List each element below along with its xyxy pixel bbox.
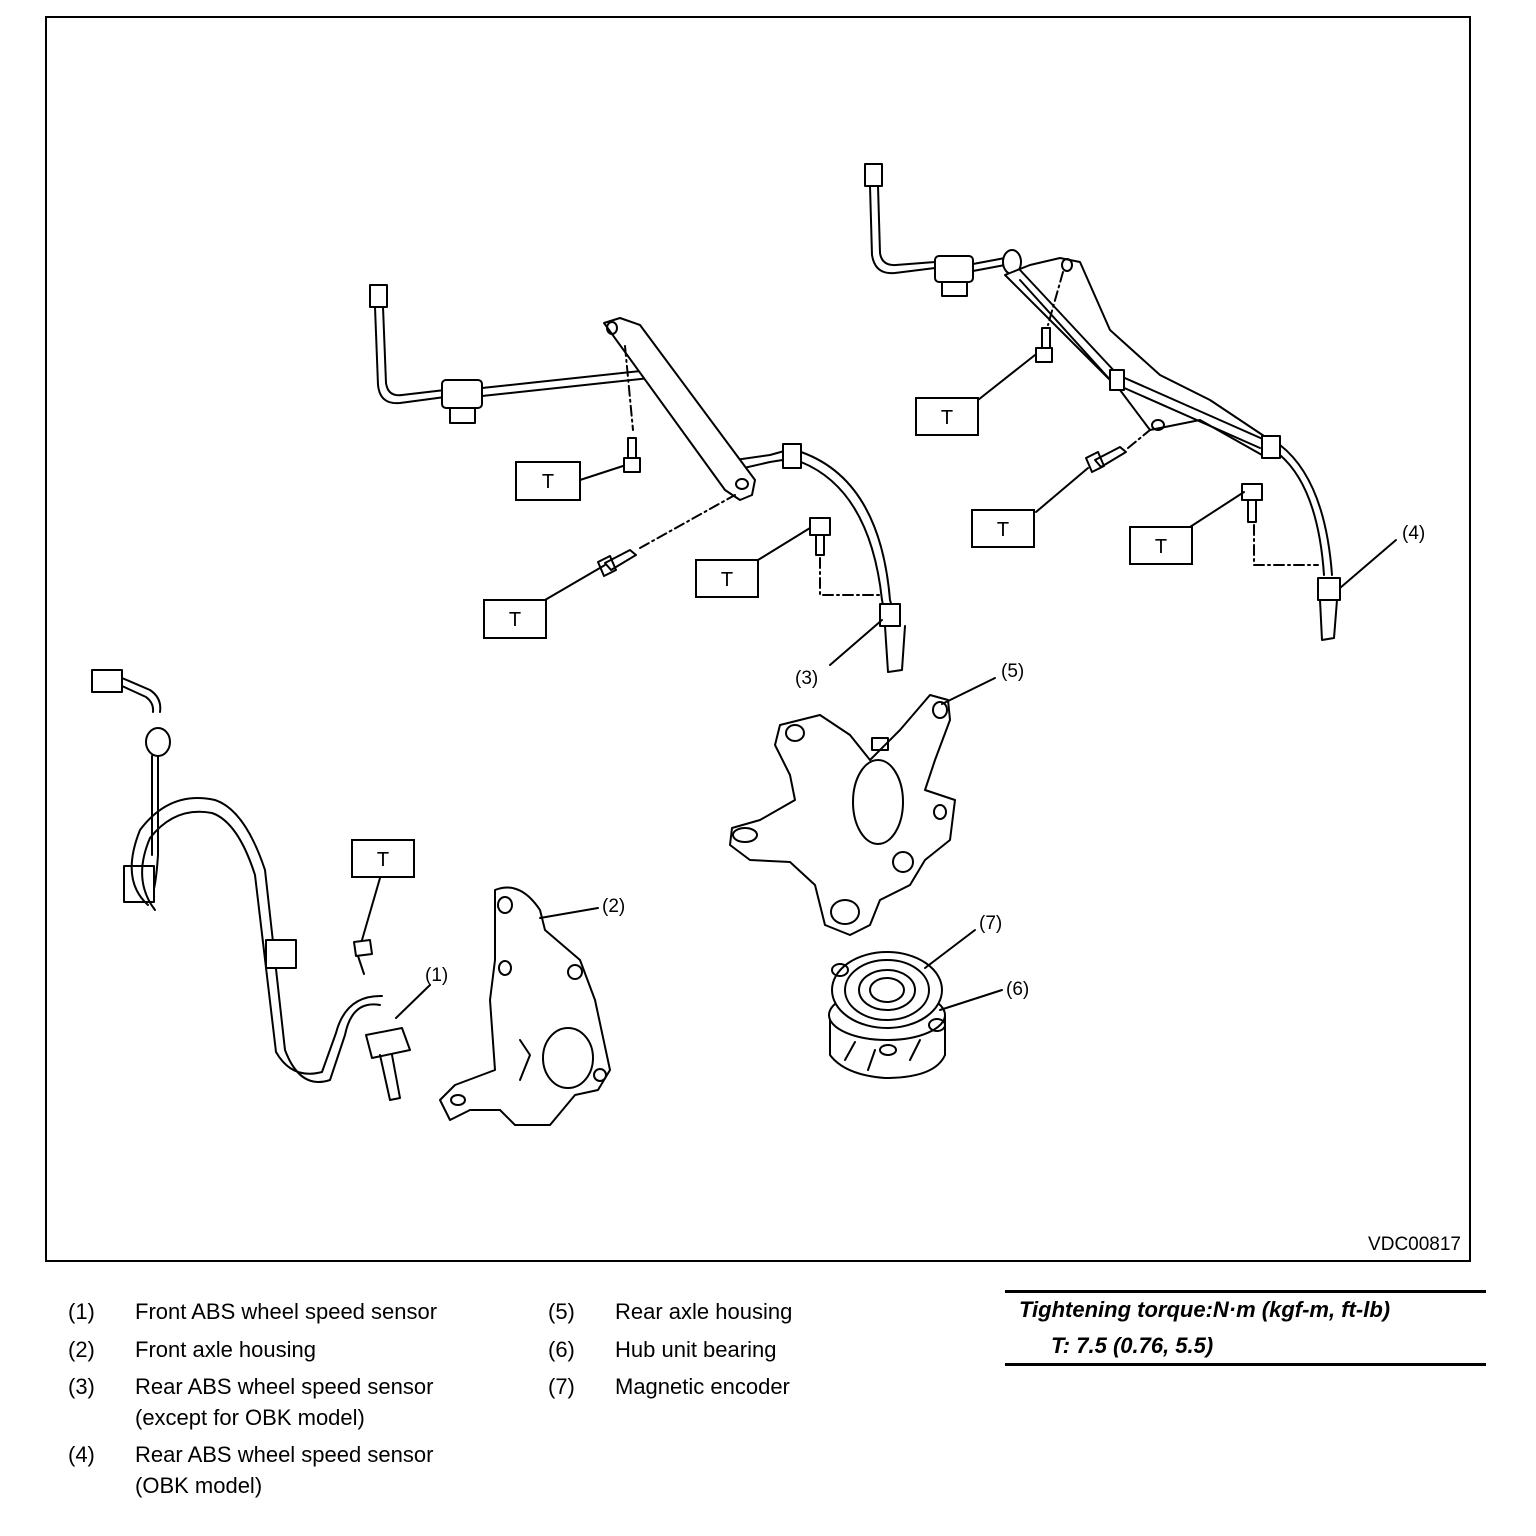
torque-title: Tightening torque:N·m (kgf-m, ft-lb) [1019,1297,1391,1322]
rear-abs-sensor-4-drawing [864,163,1341,641]
callout-1: (1) [425,965,448,986]
front-axle-housing-2-drawing [439,886,611,1126]
callout-4: (4) [1402,523,1425,544]
exploded-parts-diagram: (1) (2) (3) (4) (5) (6) (7) T T T T T [91,163,1425,1126]
torque-box: T [1129,526,1193,565]
torque-box: T [483,599,547,639]
torque-box: T [915,397,979,436]
svg-text:T: T [377,849,389,871]
callout-7: (7) [979,913,1002,934]
torque-value: T: 7.5 (0.76, 5.5) [1051,1333,1214,1358]
callout-6: (6) [1006,979,1029,1000]
rear-axle-housing-5-drawing [729,694,956,936]
torque-box: T [695,559,759,598]
torque-box: T [351,839,415,878]
svg-text:T: T [721,569,733,591]
svg-text:T: T [941,407,953,429]
rear-abs-sensor-3-drawing [369,284,906,673]
callout-3: (3) [795,668,818,689]
svg-text:T: T [542,471,554,493]
leader-lines [361,354,1397,1019]
torque-box: T [971,509,1035,548]
svg-text:T: T [997,519,1009,541]
callout-labels: (1) (2) (3) (4) (5) (6) (7) [425,523,1425,1000]
torque-marks: T T T T T T T [351,397,1193,878]
callout-2: (2) [602,896,625,917]
callout-5: (5) [1001,661,1024,682]
svg-text:T: T [1155,536,1167,558]
front-abs-sensor-1-drawing [91,669,411,1101]
torque-box: T [515,461,581,501]
hub-unit-bearing-6-drawing [828,951,946,1079]
tightening-torque-box: Tightening torque:N·m (kgf-m, ft-lb) T: … [1005,1290,1486,1366]
figure-id: VDC00817 [1368,1234,1461,1255]
svg-text:T: T [509,609,521,631]
figure-frame: VDC00817 [45,16,1471,1262]
